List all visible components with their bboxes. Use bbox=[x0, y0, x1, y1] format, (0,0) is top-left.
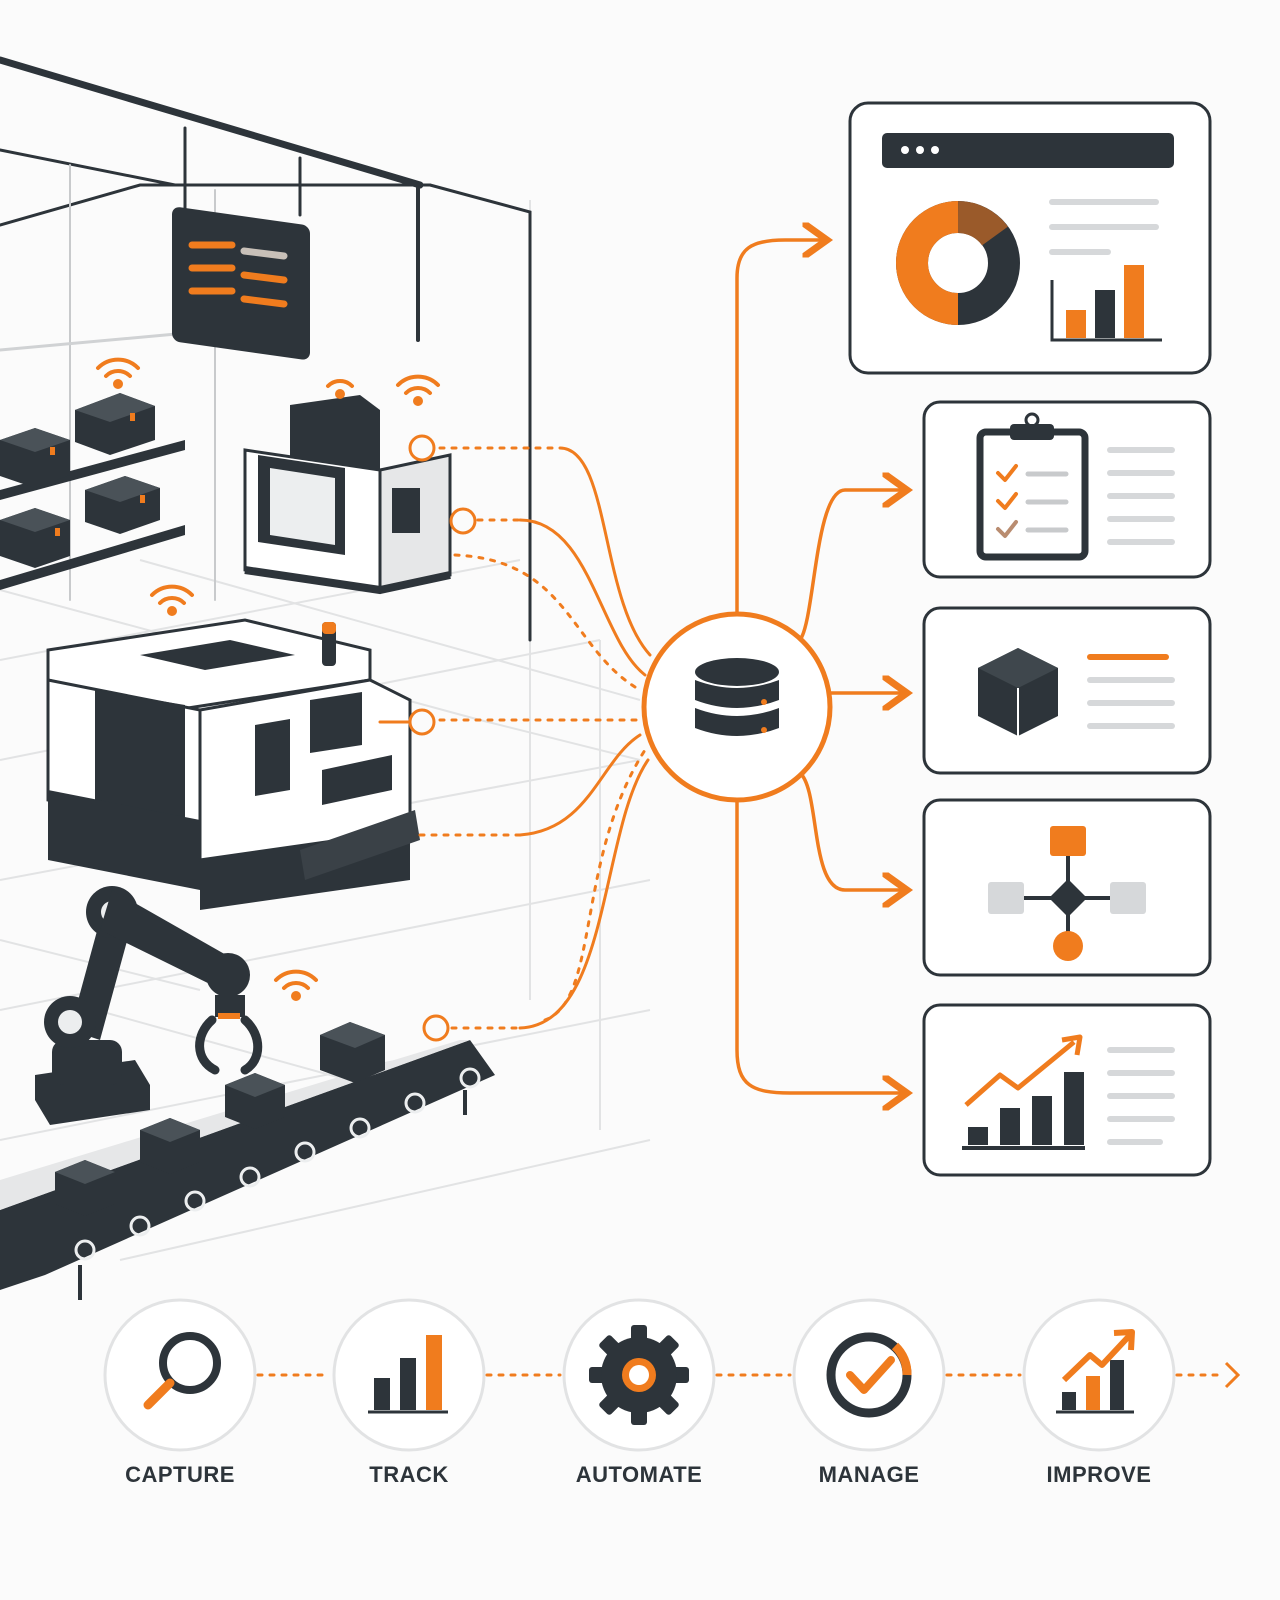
wifi-icon bbox=[150, 584, 194, 616]
wifi-icon bbox=[274, 969, 318, 1001]
step-label-capture: CAPTURE bbox=[125, 1462, 235, 1487]
conveyor-belt bbox=[0, 1022, 495, 1300]
cube-icon bbox=[978, 648, 1058, 736]
inventory-panel bbox=[922, 606, 1212, 775]
growth-chart-icon bbox=[962, 1034, 1085, 1150]
storage-shelf bbox=[0, 393, 185, 590]
bar-chart-icon bbox=[368, 1335, 448, 1414]
output-connections bbox=[735, 240, 900, 1093]
check-circle-icon bbox=[826, 1332, 912, 1418]
step-label-automate: AUTOMATE bbox=[575, 1462, 703, 1487]
sensor-node bbox=[422, 1014, 450, 1042]
checklist-panel bbox=[922, 400, 1212, 579]
step-label-manage: MANAGE bbox=[818, 1462, 920, 1487]
step-label-improve: IMPROVE bbox=[1046, 1462, 1152, 1487]
step-label-track: TRACK bbox=[369, 1462, 449, 1487]
mini-bar-chart-icon bbox=[1050, 265, 1162, 342]
performance-report-panel bbox=[922, 1003, 1212, 1177]
sensor-node bbox=[449, 507, 477, 535]
display-board bbox=[172, 207, 310, 360]
trend-chart-icon bbox=[1056, 1329, 1135, 1414]
process-flow bbox=[103, 1298, 1241, 1452]
wifi-icon bbox=[96, 357, 140, 389]
sensor-node bbox=[408, 434, 436, 462]
production-machine bbox=[46, 618, 420, 910]
workflow-panel bbox=[922, 798, 1212, 977]
clipboard-checklist-icon bbox=[976, 412, 1089, 561]
flowchart-icon bbox=[988, 826, 1146, 961]
wifi-icon bbox=[326, 379, 354, 399]
analytics-dashboard-panel bbox=[848, 101, 1212, 375]
gear-icon bbox=[589, 1325, 689, 1425]
magnifier-icon bbox=[143, 1332, 221, 1410]
robotic-arm bbox=[35, 886, 263, 1125]
donut-chart-icon bbox=[896, 201, 1020, 325]
sensor-connections bbox=[378, 446, 652, 1030]
wifi-icon bbox=[396, 374, 440, 406]
sensor-node bbox=[408, 708, 436, 736]
database-icon bbox=[695, 658, 779, 736]
cnc-machine bbox=[243, 395, 452, 595]
data-hub bbox=[641, 611, 833, 803]
